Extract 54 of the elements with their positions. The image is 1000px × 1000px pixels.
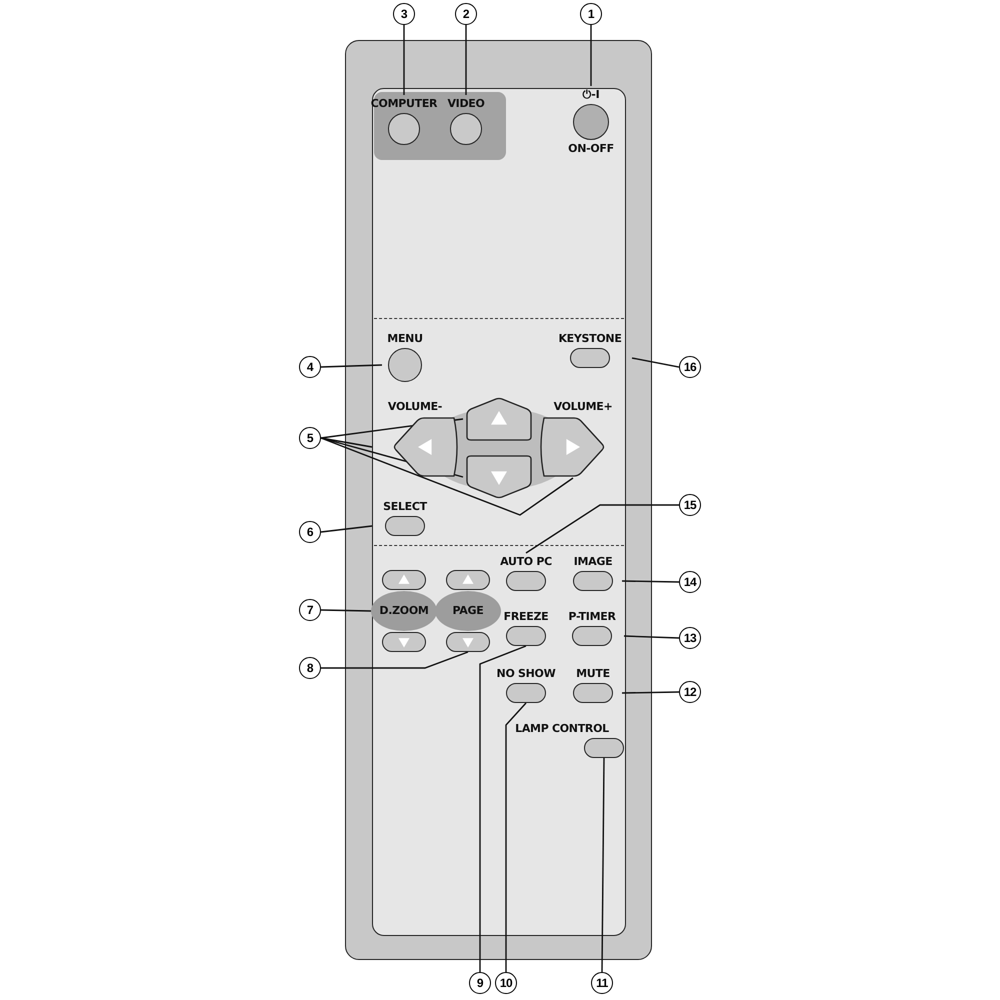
button-label: MENU bbox=[387, 331, 423, 347]
button-label: ON-OFF bbox=[568, 141, 614, 157]
callout-number: 5 bbox=[299, 427, 321, 449]
button-label: NO SHOW bbox=[496, 666, 556, 682]
leader-line bbox=[320, 364, 382, 368]
button-label: PAGE bbox=[452, 603, 484, 619]
callout-number: 2 bbox=[455, 3, 477, 25]
oval-button bbox=[446, 632, 490, 652]
leader-line bbox=[622, 580, 680, 583]
leader-line bbox=[632, 357, 680, 368]
oval-button bbox=[382, 632, 426, 652]
button-label: VIDEO bbox=[447, 96, 485, 112]
leader-line bbox=[320, 525, 372, 533]
button-label: AUTO PC bbox=[500, 554, 552, 570]
callout-number: 14 bbox=[679, 571, 701, 593]
button-label: KEYSTONE bbox=[558, 331, 622, 347]
callout-number: 10 bbox=[495, 972, 517, 994]
leader-line bbox=[321, 651, 468, 669]
callout-number: 4 bbox=[299, 356, 321, 378]
leader-line bbox=[590, 25, 592, 86]
leader-line bbox=[479, 645, 526, 972]
callout-number: 16 bbox=[679, 356, 701, 378]
oval-button bbox=[446, 570, 490, 590]
leader-line bbox=[526, 504, 679, 554]
callout-number: 9 bbox=[469, 972, 491, 994]
callout-number: 1 bbox=[580, 3, 602, 25]
button-label: D.ZOOM bbox=[379, 603, 429, 619]
callout-number: 15 bbox=[679, 494, 701, 516]
leader-line bbox=[622, 691, 680, 694]
leader-line bbox=[320, 437, 574, 516]
oval-button bbox=[382, 570, 426, 590]
leader-line bbox=[320, 609, 372, 612]
callout-number: 12 bbox=[679, 681, 701, 703]
leader-line bbox=[601, 758, 605, 972]
button-label: P-TIMER bbox=[568, 609, 616, 625]
callout-number: 6 bbox=[299, 521, 321, 543]
leader-line bbox=[403, 25, 405, 95]
callout-number: 7 bbox=[299, 599, 321, 621]
button-label: VOLUME- bbox=[388, 399, 442, 415]
button-label: MUTE bbox=[576, 666, 610, 682]
button-label: LAMP CONTROL bbox=[515, 721, 609, 737]
callout-number: 11 bbox=[591, 972, 613, 994]
leader-line bbox=[505, 702, 527, 972]
leader-line bbox=[465, 25, 467, 95]
button-label: FREEZE bbox=[504, 609, 548, 625]
callout-number: 8 bbox=[299, 657, 321, 679]
callout-number: 13 bbox=[679, 627, 701, 649]
callout-number: 3 bbox=[393, 3, 415, 25]
button-label: ⏻-I bbox=[582, 87, 600, 103]
button-label: IMAGE bbox=[574, 554, 612, 570]
leader-line bbox=[624, 635, 680, 639]
leader-line bbox=[320, 437, 372, 448]
button-label: VOLUME+ bbox=[554, 399, 612, 415]
button-label: SELECT bbox=[383, 499, 427, 515]
